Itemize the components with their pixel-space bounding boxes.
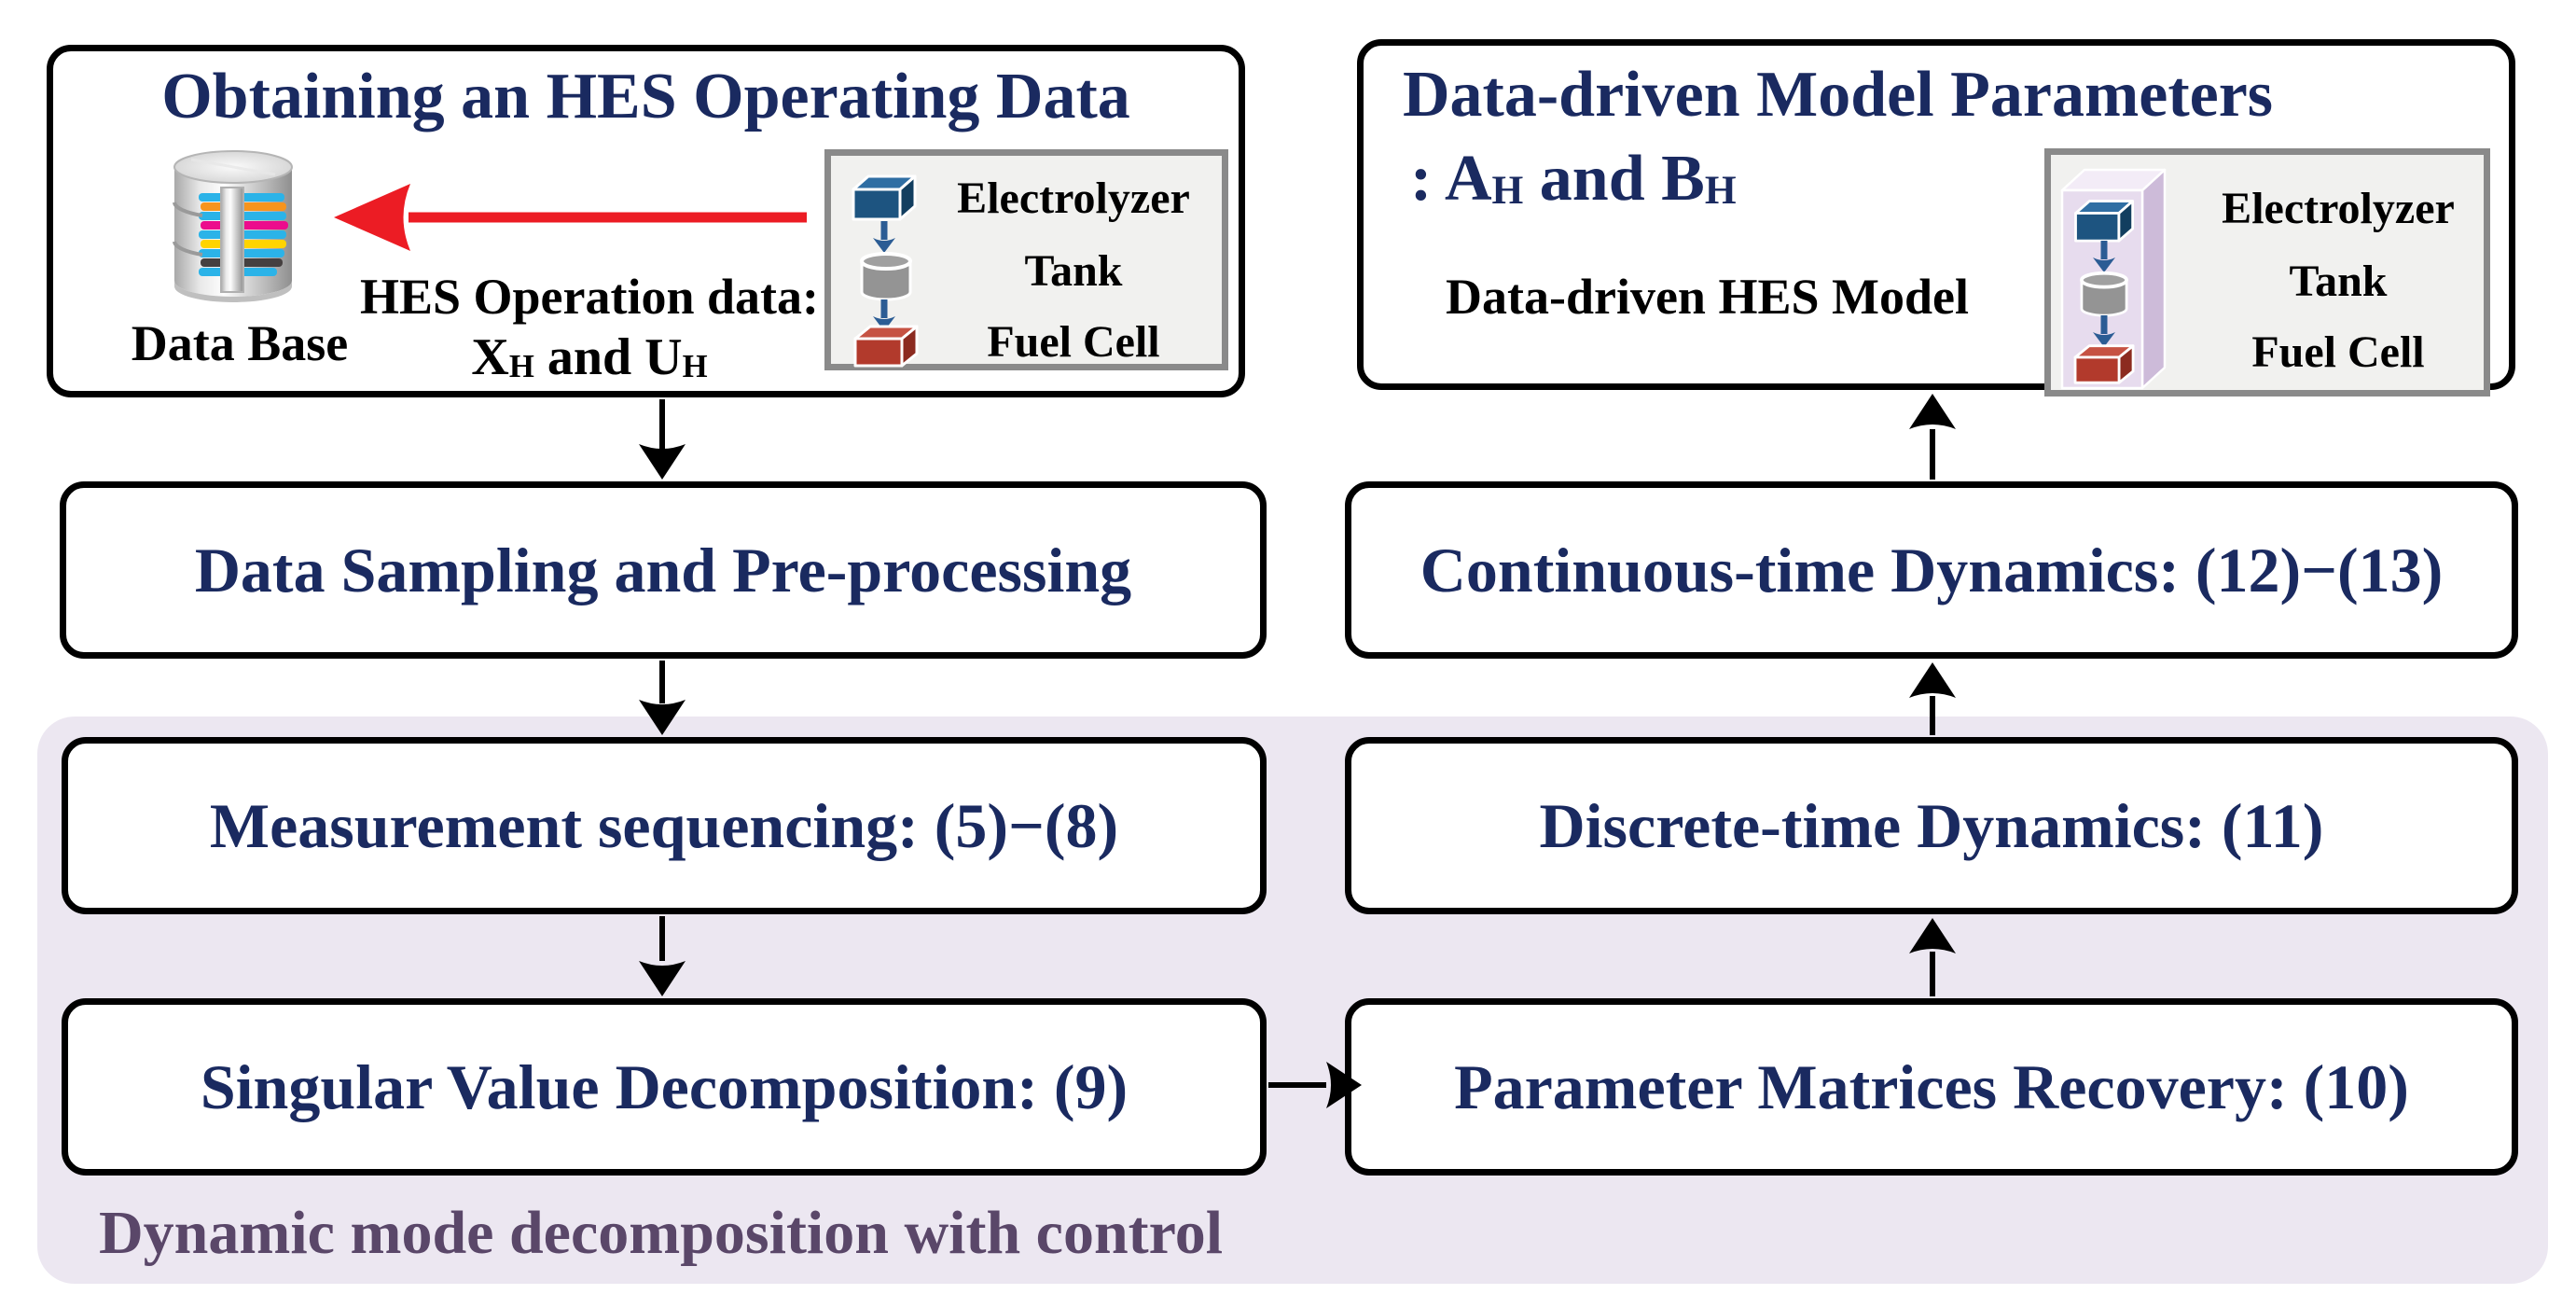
symbols-prefix: :	[1410, 143, 1445, 215]
svd-label: Singular Value Decomposition: (9)	[200, 1051, 1129, 1122]
discrete-dynamics-label: Discrete-time Dynamics: (11)	[1539, 789, 2324, 861]
hes-components-box-right: Electrolyzer Tank Fuel Cell	[2044, 148, 2490, 397]
hes-components-box-left: Electrolyzer Tank Fuel Cell	[824, 149, 1228, 370]
measurement-sequencing-label: Measurement sequencing: (5)−(8)	[209, 789, 1119, 861]
database-icon	[163, 145, 303, 305]
obtain-data-box: Obtaining an HES Operating Data	[47, 45, 1245, 397]
discrete-dynamics-box: Discrete-time Dynamics: (11)	[1345, 737, 2518, 914]
matrix-a: A	[1444, 143, 1492, 215]
model-parameters-title: Data-driven Model Parameters	[1403, 59, 2274, 131]
operation-data-caption: HES Operation data:	[359, 269, 820, 325]
parameter-recovery-label: Parameter Matrices Recovery: (10)	[1454, 1051, 2409, 1122]
continuous-dynamics-box: Continuous-time Dynamics: (12)−(13)	[1345, 481, 2518, 659]
flow-arrow-tank-fuelcell-right	[2092, 315, 2116, 347]
matrix-b: B	[1661, 143, 1705, 215]
var-u-sub: H	[682, 348, 708, 385]
dmdc-caption: Dynamic mode decomposition with control	[99, 1199, 1224, 1267]
vars-and: and	[533, 328, 645, 386]
model-parameters-box: Data-driven Model Parameters : AH and BH…	[1357, 39, 2515, 397]
flow-arrow-obtain-to-sampling	[639, 399, 686, 480]
continuous-dynamics-label: Continuous-time Dynamics: (12)−(13)	[1420, 534, 2444, 605]
flow-arrow-continuous-to-parameters	[1909, 394, 1956, 480]
symbols-and: and	[1523, 143, 1662, 215]
flow-arrow-electrolyzer-tank-right	[2092, 241, 2116, 272]
fuel-cell-icon	[2071, 341, 2139, 385]
svd-box: Singular Value Decomposition: (9)	[62, 998, 1267, 1176]
flow-arrow-tank-fuelcell-left	[872, 299, 896, 331]
matrix-b-sub: H	[1704, 168, 1737, 214]
tank-icon	[855, 251, 917, 301]
var-x: X	[471, 328, 509, 386]
hes-right-labels: Electrolyzer Tank Fuel Cell	[2191, 155, 2486, 390]
parameter-recovery-box: Parameter Matrices Recovery: (10)	[1345, 998, 2518, 1176]
var-u: U	[644, 328, 683, 386]
model-parameters-symbols: : AH and BH	[1410, 143, 1737, 215]
fuel-cell-label: Fuel Cell	[2251, 327, 2425, 377]
electrolyzer-label: Electrolyzer	[2222, 184, 2455, 233]
electrolyzer-label: Electrolyzer	[957, 174, 1190, 223]
tank-label: Tank	[1024, 246, 1123, 296]
obtain-data-title: Obtaining an HES Operating Data	[161, 61, 1130, 132]
fuel-cell-icon	[852, 322, 922, 369]
database-label: Data Base	[131, 315, 349, 371]
electrolyzer-icon	[850, 171, 921, 221]
flow-arrow-electrolyzer-tank-left	[872, 221, 896, 253]
tank-icon	[2075, 271, 2133, 317]
hes-left-labels: Electrolyzer Tank Fuel Cell	[924, 156, 1223, 367]
var-x-sub: H	[508, 348, 534, 385]
tank-label: Tank	[2289, 257, 2388, 306]
data-sampling-label: Data Sampling and Pre-processing	[194, 534, 1132, 605]
data-sampling-box: Data Sampling and Pre-processing	[60, 481, 1267, 659]
fuel-cell-label: Fuel Cell	[987, 317, 1160, 367]
data-driven-hes-model-label: Data-driven HES Model	[1446, 269, 1969, 325]
matrix-a-sub: H	[1491, 168, 1524, 214]
operation-vars: XH and UH	[342, 327, 837, 387]
electrolyzer-icon	[2071, 196, 2139, 243]
measurement-sequencing-box: Measurement sequencing: (5)−(8)	[62, 737, 1267, 914]
